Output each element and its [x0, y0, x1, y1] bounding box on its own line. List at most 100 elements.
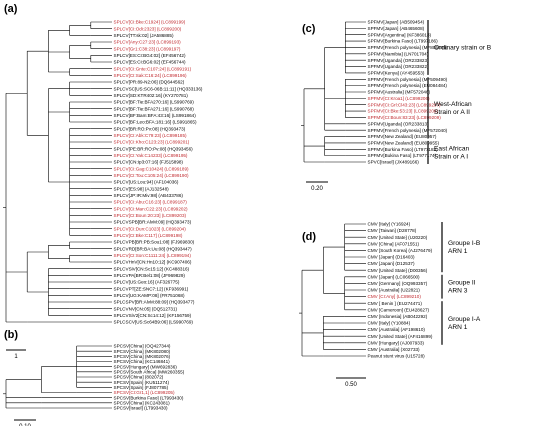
leaf-label: CMV [United State] (D00356): [368, 268, 428, 273]
panel-label: (d): [302, 231, 316, 243]
leaf-label: SPFMV[French polynesia] (MF805485): [368, 45, 448, 50]
leaf-label: SPFMV[French polynesia] (EU084484): [368, 83, 448, 88]
leaf-label: CMV [Italy] (Y16924): [368, 222, 411, 227]
leaf-label: SPLCV[CI:Odi:2323] (LC899200): [114, 26, 182, 31]
leaf-label: SPLCVSPB[BR:AlvM:09] (HQ393473): [114, 220, 192, 225]
leaf-label: CMV [Indonesia] (AB042292): [368, 314, 428, 319]
leaf-label: SPLCV[CI:Sak:C16:24] (LC899196): [114, 73, 187, 78]
leaf-label: SPFMV[French polynesia] (MF509490): [368, 77, 448, 82]
leaf-label: SPFMV[Burkina Faso] (LT997186): [368, 39, 439, 44]
group-label: Ordinary strain or B: [434, 44, 492, 51]
leaf-label: CMV [Cameroon] (EU428627): [368, 307, 430, 312]
leaf-label: SPCSV[Spain] (FJ807785): [114, 385, 169, 390]
leaf-label: SPLCV[PR:89-N2:06] (DQ644562): [114, 80, 185, 85]
leaf-label: CMV [Taiwan] (D28778): [368, 228, 417, 233]
leaf-label: SPCSV[China] (KC146841): [114, 359, 171, 364]
leaf-label: SPCSV[CI:Gr1,1] (LC899205): [114, 390, 175, 395]
leaf-label: SPLCV[CI:Gag:C10424] (LC899189): [114, 166, 190, 171]
leaf-label: SPCSV[China] (802072): [114, 375, 164, 380]
leaf-label: SPLCVRD[BR:BA:Uu:08] (HQ393447): [114, 246, 193, 251]
leaf-label: CMV [Australia] (X02733): [368, 347, 421, 352]
leaf-label: SPLCV[BF:Bam:BFA:43:16] (LS991864): [114, 113, 197, 118]
leaf-label: SPLCSCV[US:Sc64B9:06] (LS990769): [114, 320, 194, 325]
tree-panel-d: (d) CMV [Italy] (Y16924)CMV [Taiwan] (D28…: [299, 222, 481, 388]
leaf-label: SPLCV[SD:KTR402:16] (KY270781): [114, 93, 189, 98]
tree-panel-b: (b)SPCSV[China] (OQ427344)SPCSV[China] (…: [3, 329, 185, 426]
leaf-label: SPFMV[Australia] (MF572046): [368, 90, 431, 95]
scale-bar-label: 0.10: [19, 424, 31, 426]
leaf-label: SPLCV[CI:Abk:C79:23] (LC899185): [114, 133, 187, 138]
leaf-label: SPLCV[BF:Tie:BFA270:16] (LS990769): [114, 100, 195, 105]
leaf-label: CMV [China] (AF071551): [368, 241, 420, 246]
leaf-label: SPLCV[JP:IR:Miv:98] (AB433786): [114, 193, 184, 198]
panel-label: (c): [302, 23, 316, 35]
group-label: East African: [434, 145, 470, 152]
leaf-label: Peanut stunt virus (U15728): [368, 354, 426, 359]
leaf-label: SPLCVPA[BR:Bel1:08] (JF969829): [114, 273, 186, 278]
leaf-label: SPLCVPB[BR:PB:Sou1:08] (FJ969830): [114, 240, 195, 245]
leaf-label: SPLCV[ES:CI:BG6:02] (EF456744): [114, 60, 186, 65]
leaf-label: SPFMV[New Zealand] (EU809955): [368, 141, 440, 146]
leaf-label: CMV [South Korea] (AJ276479): [368, 248, 433, 253]
leaf-label: SPLCV[CI:Man:C22:23] (LC899202): [114, 206, 189, 211]
leaf-label: CMV [Germany] (OQ993357): [368, 281, 428, 286]
group-label: Groupe II: [448, 280, 476, 287]
leaf-label: SPFMV[Uganda] (OR233823): [368, 58, 429, 63]
leaf-label: SPFMV[Uganda] (OR233813): [368, 121, 429, 126]
leaf-label: SPLCV[BR:RO:Pv:08] (HQ393473): [114, 126, 186, 131]
leaf-label: SPLCV[CI:Tou:C105:24] (LC899190): [114, 173, 190, 178]
leaf-label: SPLCV[Gr1:C38:23] (LC899197): [114, 46, 181, 51]
leaf-label: SPFMV[Japan] (AB465608): [368, 26, 425, 31]
leaf-label: SPLCV[CI:Abu:C16:23] (LC899187): [114, 200, 188, 205]
scale-bar-label: 1: [14, 354, 18, 360]
leaf-label: SPLCVSiV[CN:Sc15:12] (KC488316): [114, 266, 190, 271]
group-label: ARN 1: [448, 324, 468, 331]
group-label: Groupe I-A: [448, 316, 481, 323]
leaf-label: SPLCV[ES:98] (AJ132548): [114, 186, 170, 191]
tree-panel-a: (a)SPLCV[CI:Bke:C1924] (LC899199)SPLCV[C…: [3, 3, 203, 360]
leaf-label: SPLCVNV[CN:05] (DQ512731): [114, 306, 178, 311]
leaf-label: CMV [United State] (U20220): [368, 235, 428, 240]
leaf-label: SPLCVSiV2[CN:Sc14:12] (KF156759): [114, 313, 192, 318]
leaf-label: SPCSV[South Africa] (MW260355): [114, 369, 185, 374]
leaf-label: SPLCVPT[ZE:SNC7:12] (KF936991): [114, 286, 189, 291]
group-label: Groupe I-B: [448, 240, 481, 247]
leaf-label: SPLCV[CI:Boun:20:23] (LC899203): [114, 213, 187, 218]
leaf-label: SPFMV[Argentina] (KF386013): [368, 32, 432, 37]
leaf-label: SPLCV[CI:Dun:C1023] (LC899204): [114, 226, 187, 231]
leaf-label: SPVC[Israel] (JX489166): [368, 160, 420, 165]
leaf-label: CMV [Japan] (D16403): [368, 255, 415, 260]
group-label: West-African: [434, 101, 472, 108]
leaf-label: SPLCV[BF:Leo:BFA:181:16] (LS991865): [114, 120, 197, 125]
panel-label: (a): [4, 3, 18, 15]
leaf-label: SPFMV[CI:Kroa1] (LC899206): [368, 96, 431, 101]
leaf-label: SPCSV[China] (MK802080): [114, 349, 171, 354]
leaf-label: SPLCV[CI:Yak:C14233] (LC899195): [114, 153, 188, 158]
leaf-label: SPFMV[Japan] (AB509454): [368, 20, 425, 25]
leaf-label: SPCSV[China] (MK802076): [114, 354, 171, 359]
leaf-label: SPCSV[Burkina Faso] (LT993430): [114, 395, 184, 400]
leaf-label: SPLCSPV[BR:AlvM:88:09] (HQ393477): [114, 300, 195, 305]
tree-panel-c: (c) SPFMV[Japan] (AB509454)SPFMV[Japan] (…: [301, 20, 492, 192]
leaf-label: SPLCV[TT:sk:02] (JA586885): [114, 33, 174, 38]
leaf-label: CMV [ Benin ] (EU274471): [368, 301, 423, 306]
leaf-label: SPLCVHnV[CN:Hn10:12] (KC907406): [114, 260, 192, 265]
leaf-label: SPLCV[BF:Tie:BFA271:16] (LS990768): [114, 106, 195, 111]
leaf-label: SPLCV[CI:Gnte:C107:24] (LC899191): [114, 66, 192, 71]
group-label: Strain or A II: [434, 109, 470, 116]
group-label: ARN 3: [448, 288, 468, 295]
leaf-label: SPFMV[CI:Grl:Cl43:23] (LC899207): [368, 102, 441, 107]
leaf-label: SPLCV[CI:Bke:C117] (LC899198): [114, 233, 183, 238]
leaf-label: SPLCV[US:Lou:94] (AF104036): [114, 180, 179, 185]
leaf-label: SPLCV[CI:Kho:C123:23] (LC899201): [114, 140, 190, 145]
leaf-label: SPLCV[CI:Son:C1111:24] (LC899194): [114, 253, 192, 258]
leaf-label: SPFMV[Uganda] (OR233822): [368, 64, 429, 69]
panel-label: (b): [4, 329, 18, 341]
leaf-label: CMV [Italy] (Y10884): [368, 321, 411, 326]
leaf-label: SPLCV[PE:BR:RO:Pv:08] (HQ393456): [114, 146, 194, 151]
leaf-label: SPFMV[Namibia] (LN701704): [368, 51, 429, 56]
scale-bar-label: 0.20: [311, 186, 323, 192]
leaf-label: SPFMV[Bukina Faso] (LT977174): [368, 153, 437, 158]
leaf-label: SPFMV[Burkina Faso] (LT977182): [368, 147, 439, 152]
